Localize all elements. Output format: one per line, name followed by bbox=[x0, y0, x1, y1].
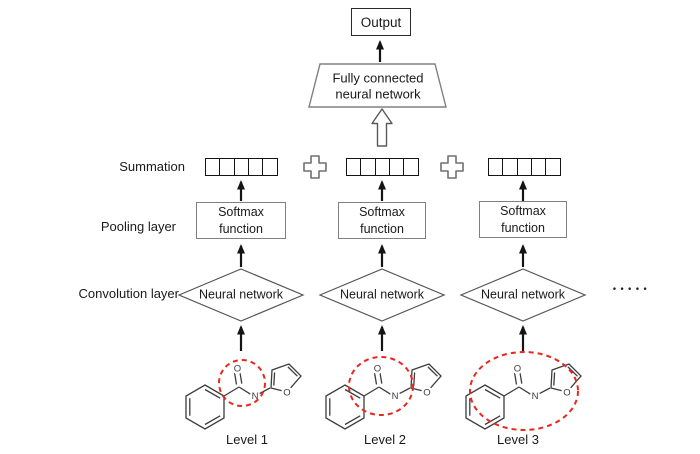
level-2-label: Level 2 bbox=[364, 432, 406, 448]
fully-connected-line2: neural network bbox=[335, 86, 421, 101]
neural-network-label-1: Neural network bbox=[198, 287, 284, 302]
softmax-label-line2: function bbox=[501, 220, 545, 235]
softmax-box-2: Softmax function bbox=[338, 202, 426, 239]
vector-cell bbox=[403, 158, 420, 176]
row-label-pooling: Pooling layer bbox=[100, 219, 176, 235]
output-box: Output bbox=[351, 8, 411, 36]
softmax-box-1: Softmax function bbox=[196, 202, 286, 239]
hollow-up-arrow-icon bbox=[371, 108, 393, 147]
vector-cell bbox=[545, 158, 562, 176]
continuation-dots: ••••• bbox=[612, 283, 652, 294]
row-label-summation: Summation bbox=[119, 159, 185, 175]
highlight-ellipse-level-2 bbox=[348, 356, 414, 416]
level-1-label: Level 1 bbox=[226, 432, 268, 448]
summation-vector-3 bbox=[488, 158, 562, 176]
level-3-label: Level 3 bbox=[497, 432, 539, 448]
molecule-level-1 bbox=[185, 362, 302, 430]
molecule-level-3 bbox=[465, 362, 582, 430]
row-label-convolution: Convolution layer bbox=[78, 286, 179, 302]
softmax-box-3: Softmax function bbox=[479, 201, 567, 238]
softmax-label-line2: function bbox=[360, 221, 404, 236]
plus-icon bbox=[440, 155, 464, 179]
highlight-ellipse-level-1 bbox=[218, 359, 266, 407]
fully-connected-label: Fully connected neural network bbox=[332, 70, 423, 101]
softmax-label-line2: function bbox=[219, 221, 263, 236]
softmax-label-line1: Softmax bbox=[359, 205, 405, 220]
fully-connected-line1: Fully connected bbox=[332, 70, 424, 86]
softmax-label-line1: Softmax bbox=[218, 205, 264, 220]
plus-icon bbox=[303, 155, 327, 179]
softmax-label-line1: Softmax bbox=[500, 204, 546, 219]
summation-vector-1 bbox=[205, 158, 279, 176]
molecule-level-2 bbox=[325, 362, 442, 430]
neural-network-label-3: Neural network bbox=[480, 287, 566, 302]
highlight-ellipse-level-3 bbox=[469, 351, 579, 431]
output-label: Output bbox=[360, 14, 402, 30]
vector-cell bbox=[262, 158, 279, 176]
neural-network-label-2: Neural network bbox=[339, 287, 425, 302]
summation-vector-2 bbox=[346, 158, 420, 176]
